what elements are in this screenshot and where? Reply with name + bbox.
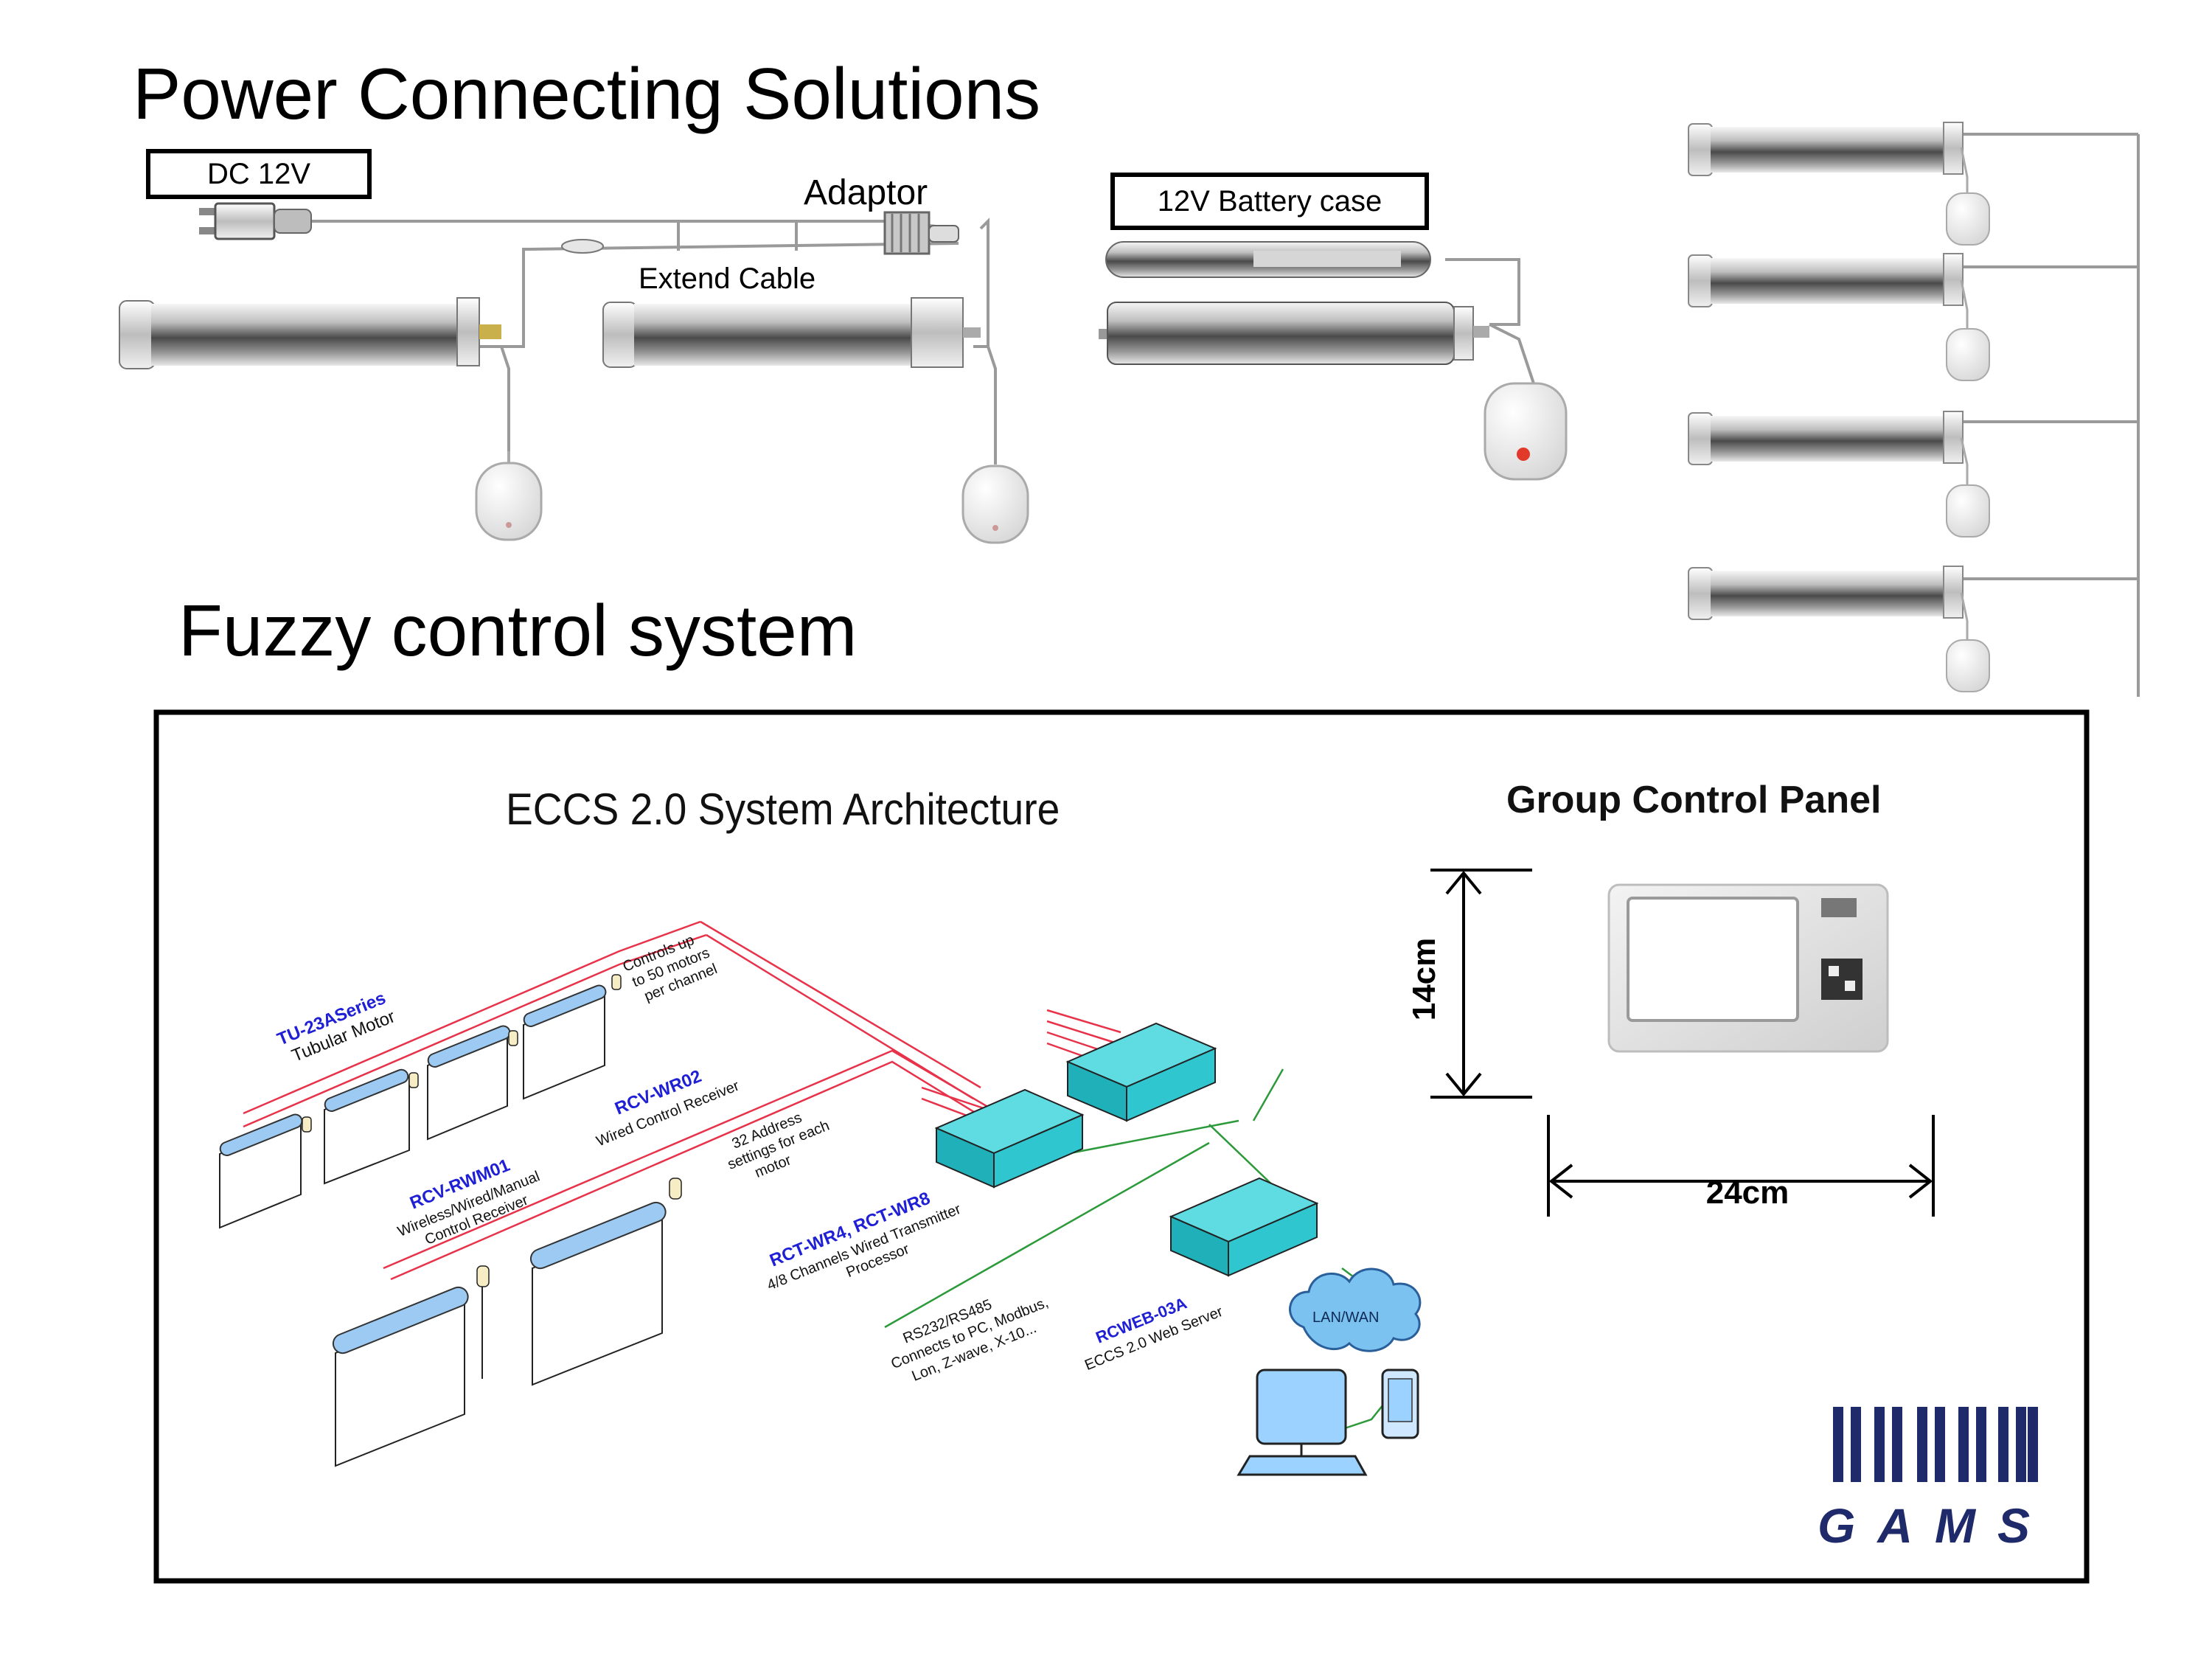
adaptor-icon	[883, 211, 959, 255]
logo-text: GAMS	[1818, 1498, 2052, 1553]
tubular-motor-1	[119, 297, 501, 369]
dc-label: DC 12V	[206, 158, 311, 190]
lan-label: LAN/WAN	[1312, 1310, 1379, 1326]
width-label: 24cm	[1706, 1175, 1790, 1211]
page-title: Power Connecting Solutions	[133, 53, 1041, 134]
dc-label-box: DC 12V	[146, 149, 372, 199]
remote-control-icon	[1484, 382, 1568, 481]
lan-cloud-icon	[1289, 1267, 1422, 1352]
pc-icon	[1237, 1368, 1368, 1476]
blind-row-lower	[332, 1178, 682, 1467]
stacked-motor-4	[1688, 566, 1964, 620]
controller-box-upper	[1065, 1022, 1217, 1122]
mobile-phone-icon	[1381, 1368, 1419, 1439]
height-label: 14cm	[1406, 938, 1442, 1021]
battery-label: 12V Battery case	[1157, 185, 1382, 218]
dimension-height	[1430, 869, 1532, 1099]
controller-box-web-server	[1169, 1177, 1319, 1277]
remote-control-icon	[961, 465, 1029, 544]
remote-control-icon	[1946, 192, 1990, 692]
dc-plug-icon	[199, 202, 312, 240]
eccs-frame	[153, 709, 2090, 1584]
stacked-motor-3	[1688, 411, 1964, 465]
remote-control-icon	[475, 451, 543, 541]
blind-4	[523, 984, 607, 1100]
panel-device-icon	[1607, 883, 1889, 1053]
group-control-panel: Group Control Panel 14cm 24cm	[1406, 779, 1935, 1217]
extend-cable-label: Extend Cable	[639, 262, 816, 295]
eccs-title: ECCS 2.0 System Architecture	[506, 785, 1060, 835]
motor-stack	[1688, 122, 1969, 640]
battery-case-icon	[1105, 241, 1431, 278]
dimension-width	[1547, 1115, 1935, 1217]
stacked-motor-2	[1688, 253, 1964, 307]
blind-1	[219, 1113, 303, 1229]
blind-2	[324, 1068, 410, 1185]
blind-3	[427, 1025, 511, 1141]
panel-title: Group Control Panel	[1506, 779, 1881, 821]
adaptor-label: Adaptor	[804, 173, 928, 212]
blind-6	[529, 1201, 667, 1386]
gams-logo: GAMS	[1818, 1407, 2052, 1553]
blind-5	[332, 1286, 469, 1467]
battery-label-box: 12V Battery case	[1110, 173, 1429, 230]
stacked-motor-1	[1688, 122, 1964, 176]
controller-box-rct	[934, 1088, 1085, 1189]
cable-connector-icon	[561, 239, 604, 254]
tubular-motor-2	[602, 297, 981, 368]
section-title-fuzzy: Fuzzy control system	[178, 590, 858, 671]
tubular-motor-3	[1099, 302, 1489, 365]
blind-row-upper	[219, 974, 622, 1229]
